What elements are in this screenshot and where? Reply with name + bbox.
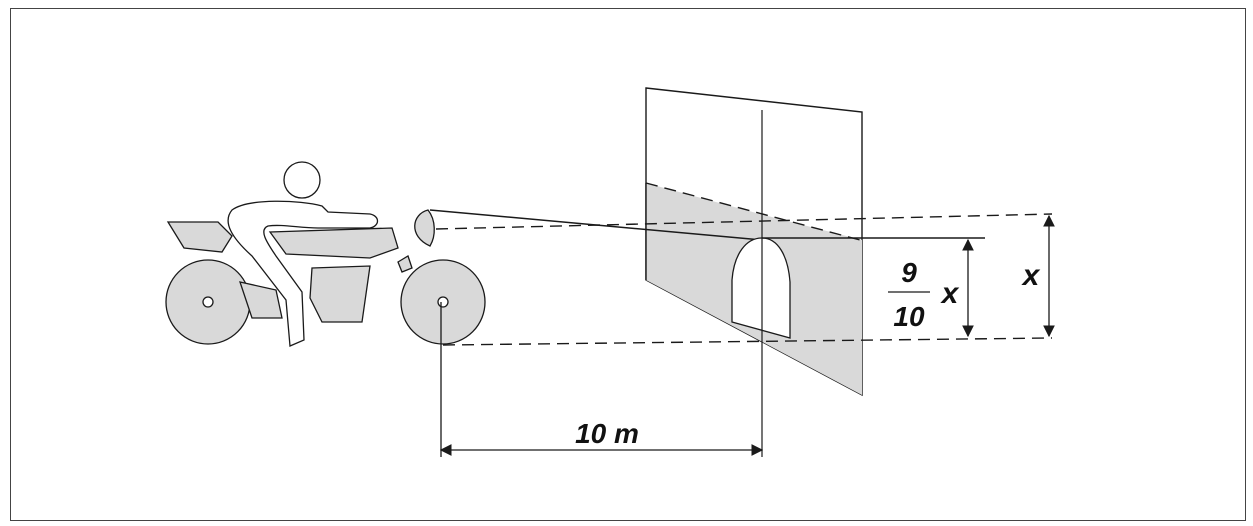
motorcycle-icon xyxy=(165,209,486,345)
diagram-frame xyxy=(10,8,1246,521)
distance-label: 10 m xyxy=(575,418,639,449)
fraction-numerator: 9 xyxy=(901,257,917,288)
headlamp xyxy=(414,209,435,247)
fraction-variable: x xyxy=(940,277,960,310)
partial-height-dimension xyxy=(888,238,974,338)
wall xyxy=(429,87,863,457)
full-height-label: x xyxy=(1021,259,1041,292)
beam-lines xyxy=(435,182,1053,346)
fraction-denominator: 10 xyxy=(893,301,925,332)
distance-dimension xyxy=(439,302,764,457)
rider-icon xyxy=(227,161,379,347)
